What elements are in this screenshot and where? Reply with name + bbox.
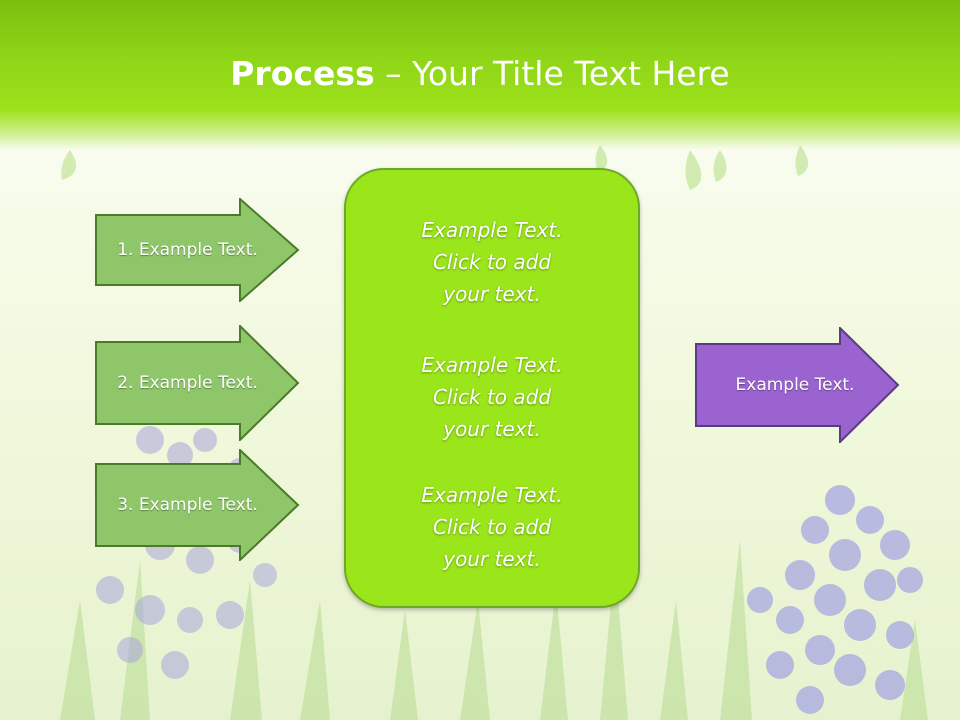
- block-1-line-3: your text.: [346, 278, 638, 310]
- left-arrow-2[interactable]: 2. Example Text.: [95, 325, 300, 441]
- left-arrow-3[interactable]: 3. Example Text.: [95, 449, 300, 561]
- center-text-box[interactable]: Example Text. Click to add your text. Ex…: [344, 168, 640, 608]
- right-arrow[interactable]: Example Text.: [695, 327, 900, 443]
- title-rest: – Your Title Text Here: [375, 54, 730, 93]
- block-1-line-2: Click to add: [346, 246, 638, 278]
- left-arrow-1[interactable]: 1. Example Text.: [95, 198, 300, 302]
- center-text-block-2: Example Text. Click to add your text.: [346, 349, 638, 445]
- block-2-line-3: your text.: [346, 413, 638, 445]
- block-1-line-1: Example Text.: [346, 214, 638, 246]
- slide-title[interactable]: Process – Your Title Text Here: [0, 52, 960, 96]
- block-3-line-2: Click to add: [346, 511, 638, 543]
- title-bold: Process: [230, 54, 374, 93]
- block-3-line-3: your text.: [346, 543, 638, 575]
- left-arrow-3-label: 3. Example Text.: [95, 449, 280, 561]
- center-text-block-3: Example Text. Click to add your text.: [346, 479, 638, 575]
- left-arrow-1-label: 1. Example Text.: [95, 198, 280, 302]
- block-2-line-2: Click to add: [346, 381, 638, 413]
- block-3-line-1: Example Text.: [346, 479, 638, 511]
- right-arrow-label: Example Text.: [695, 327, 895, 443]
- left-arrow-2-label: 2. Example Text.: [95, 325, 280, 441]
- center-text-block-1: Example Text. Click to add your text.: [346, 214, 638, 310]
- block-2-line-1: Example Text.: [346, 349, 638, 381]
